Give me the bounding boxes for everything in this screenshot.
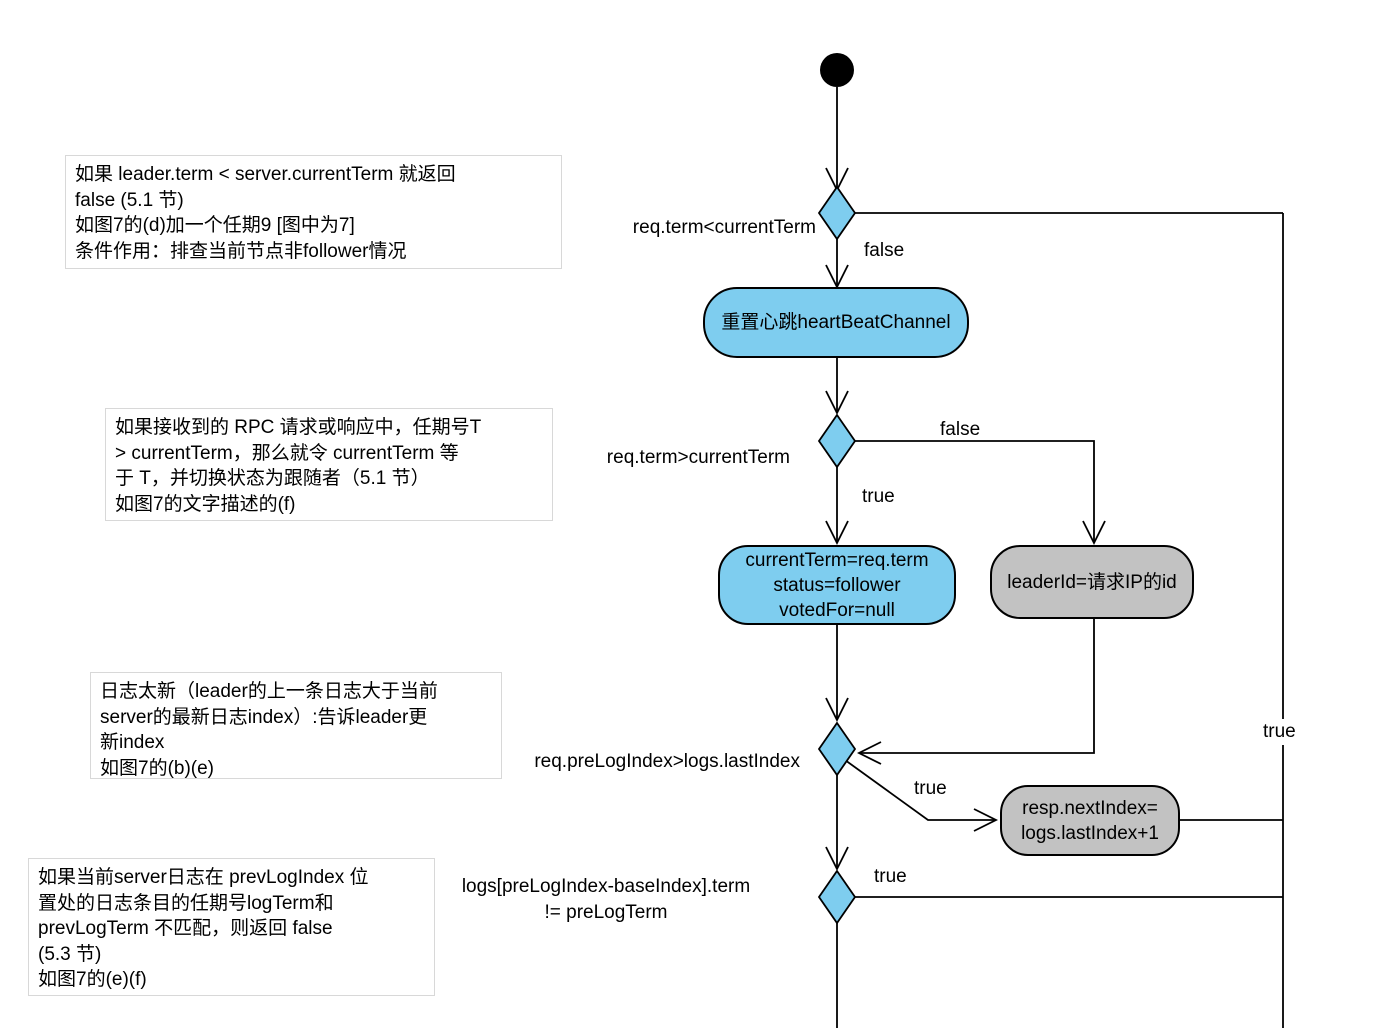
arrowhead-into-d3-top bbox=[825, 697, 849, 723]
node-reset-heartbeat: 重置心跳heartBeatChannel bbox=[703, 287, 969, 358]
label-d3-true: true bbox=[914, 778, 947, 799]
edge-d3-true bbox=[844, 759, 995, 821]
label-decision-3: req.preLogIndex>logs.lastIndex bbox=[534, 751, 800, 772]
node-become-follower: currentTerm=req.term status=follower vot… bbox=[718, 545, 956, 625]
label-d4-true: true bbox=[874, 866, 907, 887]
node-set-leader-id: leaderId=请求IP的id bbox=[990, 545, 1194, 619]
label-d1-false: false bbox=[864, 240, 905, 261]
arrowhead-into-d3-right bbox=[856, 741, 882, 765]
arrowhead-into-follower bbox=[825, 520, 849, 546]
decision-req-term-gt-currentterm bbox=[817, 413, 857, 469]
arrowhead-into-respnext bbox=[973, 808, 999, 832]
label-d2-false: false bbox=[940, 419, 981, 440]
label-decision-1: req.term<currentTerm bbox=[632, 217, 816, 238]
label-decision-4: logs[preLogIndex-baseIndex].term != preL… bbox=[461, 876, 751, 923]
note-log-too-new: 日志太新（leader的上一条日志大于当前 server的最新日志index）:… bbox=[90, 672, 502, 779]
note-term-less: 如果 leader.term < server.currentTerm 就返回 … bbox=[65, 155, 562, 269]
decision-logterm-mismatch bbox=[817, 869, 857, 925]
label-d2-true: true bbox=[862, 486, 895, 507]
label-rail-true: true bbox=[1258, 719, 1301, 745]
arrowhead-into-d4 bbox=[825, 846, 849, 872]
decision-prelogindex-gt-lastindex bbox=[817, 721, 857, 777]
start-node bbox=[820, 53, 854, 87]
arrowhead-into-leaderid bbox=[1082, 520, 1106, 546]
arrowhead-into-d2 bbox=[825, 390, 849, 416]
edge-d2-false bbox=[855, 440, 1095, 543]
note-term-greater: 如果接收到的 RPC 请求或响应中，任期号T > currentTerm，那么就… bbox=[105, 408, 553, 521]
label-decision-2: req.term>currentTerm bbox=[606, 447, 790, 468]
decision-req-term-lt-currentterm bbox=[817, 185, 857, 241]
node-resp-next-index: resp.nextIndex= logs.lastIndex+1 bbox=[1000, 785, 1180, 856]
edge-leaderid-d3 bbox=[859, 619, 1095, 754]
note-logterm-mismatch: 如果当前server日志在 prevLogIndex 位 置处的日志条目的任期号… bbox=[28, 858, 435, 996]
